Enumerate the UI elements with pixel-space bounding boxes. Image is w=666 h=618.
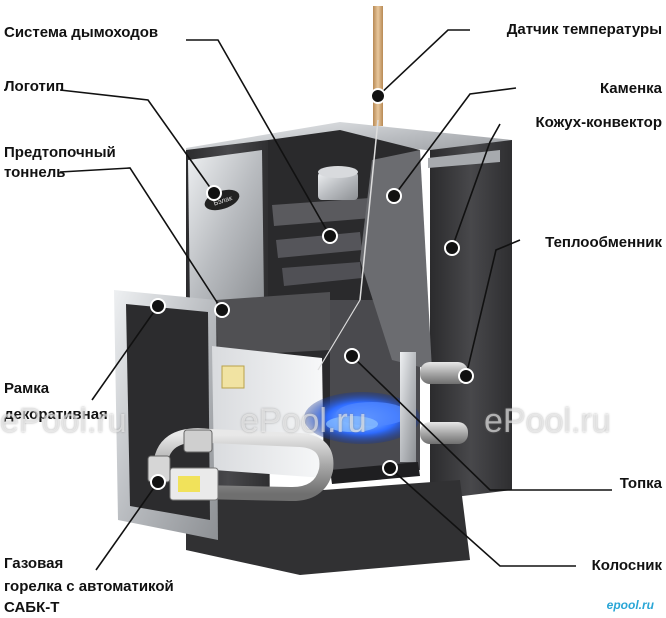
pre-tunnel <box>216 292 330 356</box>
leader-chimney <box>186 39 331 237</box>
temperature-sensor <box>317 6 383 371</box>
leader-lines <box>59 29 612 571</box>
label-temp-sensor: Датчик температуры <box>506 21 662 38</box>
label-firebox: Топка <box>619 475 662 492</box>
leader-temp <box>377 29 470 97</box>
door-sticker <box>221 365 245 389</box>
leader-burner <box>95 481 159 571</box>
leader-stone <box>393 87 517 197</box>
leader-exchanger <box>465 239 521 377</box>
dot-logo <box>206 185 222 201</box>
label-burner-2: горелка с автоматикой <box>4 578 174 595</box>
leader-grate <box>389 467 576 567</box>
gas-burner <box>147 428 334 502</box>
marker-dots <box>150 88 474 490</box>
chimney-system <box>272 166 372 286</box>
dot-chimney <box>322 228 338 244</box>
label-burner-1: Газовая <box>4 555 64 572</box>
watermark-corner: epool.ru <box>606 598 654 612</box>
leader-logo <box>59 89 215 194</box>
leader-pre-tunnel <box>59 167 223 311</box>
label-pre-tunnel-1: Предтопочный <box>4 144 116 161</box>
dot-exchanger <box>458 368 474 384</box>
dot-pre-tunnel <box>214 302 230 318</box>
label-burner-3: САБК-Т <box>4 599 60 616</box>
dot-casing <box>444 240 460 256</box>
watermark-1: ePool.ru <box>0 402 127 440</box>
label-heat-exchanger: Теплообменник <box>545 234 662 251</box>
flame <box>304 392 420 444</box>
leader-casing <box>451 123 501 249</box>
dot-firebox <box>344 348 360 364</box>
label-grate: Колосник <box>591 557 662 574</box>
dot-frame <box>150 298 166 314</box>
dot-burner <box>150 474 166 490</box>
label-frame-1: Рамка <box>4 380 50 397</box>
label-frame-2: декоративная <box>4 406 108 423</box>
label-stone-box: Каменка <box>599 80 662 97</box>
label-logo: Логотип <box>4 78 65 95</box>
watermark-2: ePool.ru <box>240 402 367 440</box>
heat-exchanger <box>400 352 468 462</box>
dot-grate <box>382 460 398 476</box>
decorative-frame <box>114 290 218 540</box>
stone-box <box>360 150 432 370</box>
label-casing: Кожух-конвектор <box>535 114 663 131</box>
label-chimney: Система дымоходов <box>4 24 159 41</box>
dot-stone <box>386 188 402 204</box>
label-pre-tunnel-2: тоннель <box>4 164 66 181</box>
leader-firebox <box>351 355 612 491</box>
dot-temp <box>370 88 386 104</box>
watermark-3: ePool.ru <box>484 402 611 440</box>
leader-frame <box>91 305 159 401</box>
